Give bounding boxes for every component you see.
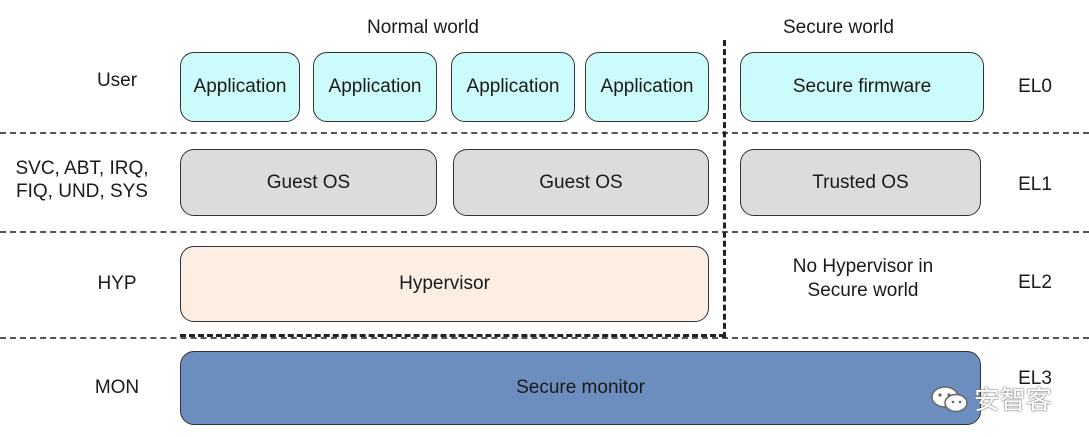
el0-label: EL0	[1018, 76, 1052, 97]
secure-monitor-box: Secure monitor	[180, 351, 981, 425]
hypervisor-box: Hypervisor	[180, 246, 709, 322]
application-box-2: Application	[313, 52, 437, 122]
no-hypervisor-note-line2: Secure world	[807, 280, 919, 301]
application-box-3: Application	[451, 52, 575, 122]
row-label-mon: MON	[94, 377, 140, 398]
el3-label: EL3	[1018, 368, 1052, 389]
world-divider	[723, 40, 726, 338]
application-box-4: Application	[585, 52, 709, 122]
separator-el1-el2	[0, 231, 1089, 233]
row-label-user: User	[96, 70, 138, 91]
row-label-svc-line2: FIQ, UND, SYS	[16, 181, 148, 202]
application-box-1: Application	[180, 52, 300, 122]
trusted-os-box: Trusted OS	[740, 149, 981, 216]
normal-world-header: Normal world	[367, 17, 479, 38]
el1-label: EL1	[1018, 174, 1052, 195]
row-label-svc-line1: SVC, ABT, IRQ,	[15, 158, 149, 179]
wechat-icon	[931, 385, 968, 412]
secure-firmware-box: Secure firmware	[740, 52, 984, 122]
separator-el0-el1	[0, 132, 1089, 134]
no-hypervisor-note-line1: No Hypervisor in	[792, 256, 934, 277]
el2-label: EL2	[1018, 272, 1052, 293]
watermark: 安智客	[930, 380, 1052, 417]
secure-world-header: Secure world	[783, 17, 894, 38]
row-label-hyp: HYP	[97, 273, 137, 294]
guest-os-box-2: Guest OS	[453, 149, 709, 216]
hypervisor-bottom-dash	[180, 334, 725, 337]
watermark-text: 安智客	[974, 385, 1053, 415]
separator-el2-el3	[0, 337, 1089, 339]
guest-os-box-1: Guest OS	[180, 149, 437, 216]
